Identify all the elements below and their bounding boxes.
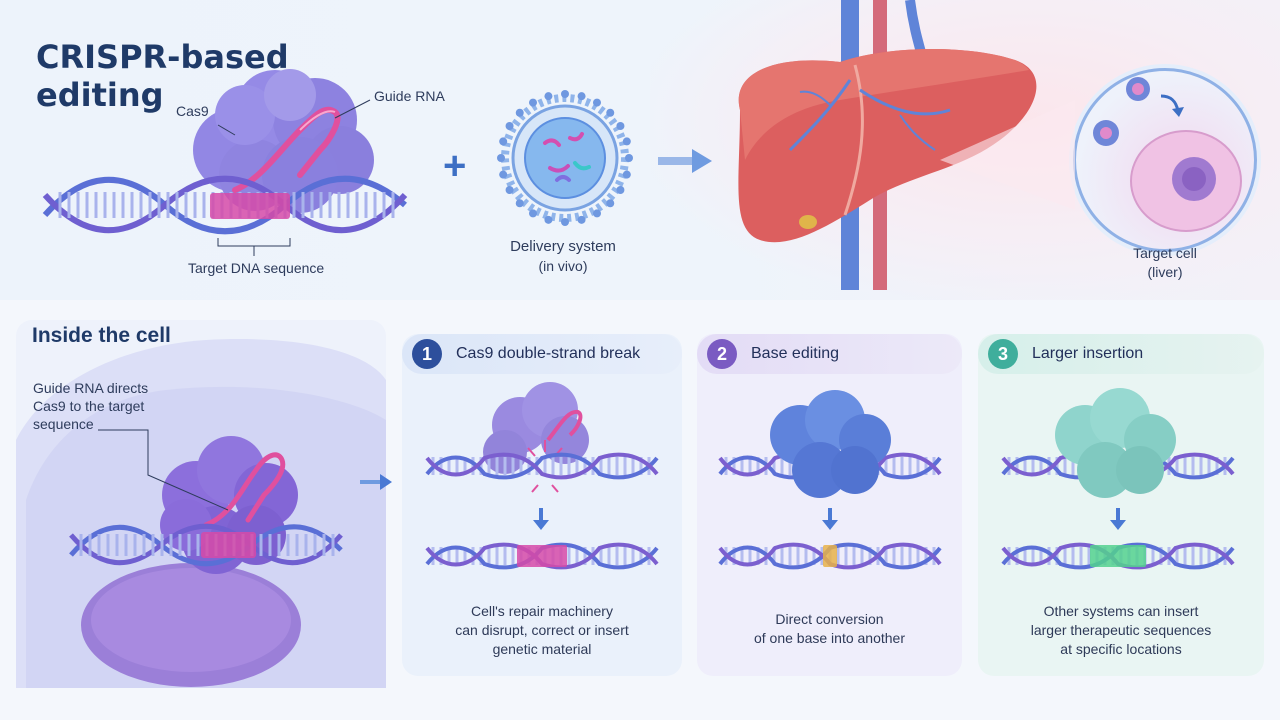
- target-cell-line-1: Target cell: [1133, 245, 1197, 261]
- title-line-2: editing: [36, 76, 164, 114]
- down-arrow-icon: [533, 508, 1126, 530]
- target-cell-label: Target cell (liver): [1090, 245, 1240, 280]
- step-2-caption: Direct conversion of one base into anoth…: [697, 610, 962, 648]
- step-3-caption: Other systems can insert larger therapeu…: [978, 602, 1264, 659]
- target-cell-drawing: [1093, 77, 1242, 232]
- arrow-right-icon: [658, 149, 712, 173]
- step-2-header: 2 Base editing: [697, 334, 962, 374]
- step-3-caption-line-3: at specific locations: [1060, 641, 1182, 657]
- arrow-to-steps-icon: [360, 474, 392, 490]
- step-1-header: 1 Cas9 double-strand break: [402, 334, 682, 374]
- step-3-title: Larger insertion: [1032, 345, 1144, 362]
- inside-note: Guide RNA directs Cas9 to the target seq…: [33, 379, 148, 433]
- inside-note-line-3: sequence: [33, 416, 94, 432]
- inside-note-line-1: Guide RNA directs: [33, 380, 149, 396]
- step-3-header: 3 Larger insertion: [978, 334, 1264, 374]
- target-cell-inset: [1073, 68, 1257, 252]
- delivery-line-1: Delivery system: [510, 238, 616, 255]
- inside-cell-title: Inside the cell: [32, 324, 171, 347]
- page-title: CRISPR-based editing: [36, 38, 289, 114]
- step-3-cas9-icon: [1055, 388, 1176, 498]
- inside-note-line-2: Cas9 to the target: [33, 398, 145, 414]
- step-1-cas9-icon: [483, 382, 589, 474]
- dna-helix-inside-icon: [69, 523, 343, 567]
- step-1-caption-line-1: Cell's repair machinery: [471, 603, 613, 619]
- step-2-caption-line-2: of one base into another: [753, 630, 905, 646]
- delivery-system-label: Delivery system (in vivo): [488, 238, 638, 274]
- step-2-badge: 2: [707, 339, 737, 369]
- inset-connector: [940, 100, 1075, 210]
- cell-cross-section: [16, 339, 386, 688]
- cas9-complex-illustration: [42, 69, 408, 256]
- target-cell-line-2: (liver): [1147, 264, 1183, 280]
- guide-rna-icon: [232, 106, 341, 193]
- step-2-title: Base editing: [751, 345, 840, 362]
- dna-helix-icon: [42, 175, 408, 235]
- step-1-title: Cas9 double-strand break: [456, 345, 641, 362]
- liver-illustration: [738, 0, 1037, 290]
- delivery-line-2: (in vivo): [538, 258, 588, 274]
- step-3-caption-line-1: Other systems can insert: [1043, 603, 1199, 619]
- step-3-badge: 3: [988, 339, 1018, 369]
- step-1-caption: Cell's repair machinery can disrupt, cor…: [402, 602, 682, 659]
- guide-rna-label: Guide RNA: [374, 88, 445, 104]
- title-line-1: CRISPR-based: [36, 38, 289, 76]
- step-2-caption-line-1: Direct conversion: [775, 611, 884, 627]
- plus-icon: +: [443, 144, 467, 188]
- virus-particle-icon: [1126, 77, 1150, 101]
- step-1-caption-line-3: genetic material: [492, 641, 592, 657]
- delivery-nanoparticle-icon: [497, 90, 633, 226]
- guide-rna-inside-icon: [203, 452, 286, 528]
- step-3-caption-line-2: larger therapeutic sequences: [1030, 622, 1212, 638]
- cas9-label: Cas9: [176, 103, 209, 119]
- step-1-caption-line-2: can disrupt, correct or insert: [455, 622, 629, 638]
- target-dna-label: Target DNA sequence: [188, 260, 325, 276]
- step-1-badge: 1: [412, 339, 442, 369]
- virus-particle-icon-2: [1093, 120, 1119, 146]
- step-2-cas9-icon: [770, 390, 891, 498]
